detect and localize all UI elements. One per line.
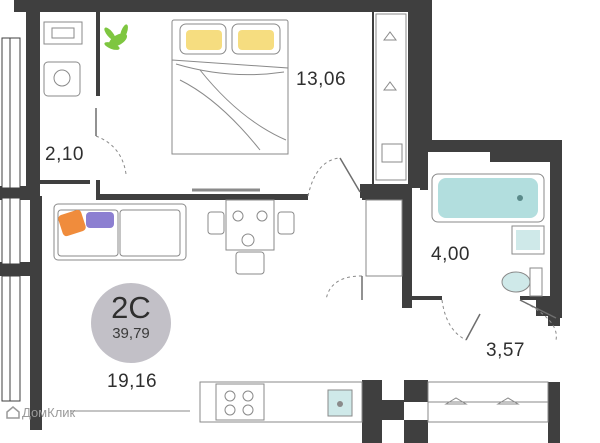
apartment-badge: 2C 39,79 (91, 283, 171, 363)
dining-table (207, 199, 295, 275)
bathroom-walls (420, 150, 550, 190)
room-area-living-kitchen: 19,16 (107, 371, 158, 392)
apartment-code: 2C (111, 290, 151, 325)
pillows (179, 23, 281, 55)
toilet-icon (501, 267, 543, 297)
stove-icon (224, 390, 254, 416)
room-area-wardrobe-nook: 2,10 (45, 144, 84, 165)
house-logo-icon (6, 406, 20, 419)
bathtub (431, 173, 545, 223)
closet (365, 199, 549, 423)
room-area-bathroom: 4,00 (431, 244, 470, 265)
hanger-icon (444, 397, 520, 405)
plant-icon (104, 24, 128, 50)
watermark: ДомКлик (6, 405, 75, 420)
bathroom-sink (511, 225, 545, 255)
room-area-hallway: 3,57 (486, 340, 525, 361)
desk (43, 21, 83, 97)
watermark-text: ДомКлик (22, 405, 76, 420)
windows (1, 37, 21, 402)
door-leaves (95, 108, 557, 341)
wardrobe-rail (375, 13, 407, 181)
total-area: 39,79 (112, 325, 150, 342)
cushion-orange (58, 209, 86, 237)
sink-icon (327, 389, 353, 417)
cushion-purple (86, 212, 114, 228)
partitions (40, 12, 560, 326)
room-area-bedroom: 13,06 (296, 69, 347, 90)
